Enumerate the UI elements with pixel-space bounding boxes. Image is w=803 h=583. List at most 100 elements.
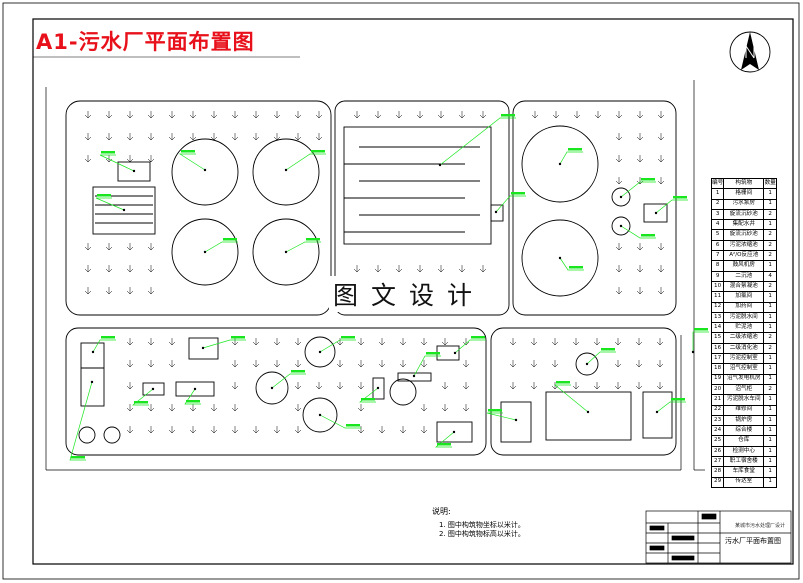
legend-cell-qty: 1	[763, 445, 777, 458]
legend-cell-no: 14	[710, 322, 725, 334]
legend-cell-name: 集配水井	[723, 219, 765, 231]
callout-label	[453, 336, 486, 355]
tree-mark	[657, 133, 665, 141]
tree-mark	[168, 338, 176, 346]
tree-mark	[294, 426, 302, 434]
legend-header-row: 编号 构筑物 数量	[710, 177, 777, 190]
tree-mark	[126, 243, 134, 251]
tree-mark	[458, 265, 466, 273]
tree-mark	[231, 111, 239, 119]
legend-cell-qty: 1	[763, 311, 777, 324]
tree-mark	[210, 111, 218, 119]
tree-mark	[126, 404, 134, 412]
tree-mark	[294, 111, 302, 119]
legend-cell-qty: 1	[763, 394, 777, 406]
tree-mark	[147, 338, 155, 346]
legend-cell-no: 4	[710, 219, 725, 231]
tree-mark	[462, 382, 470, 390]
tree-mark	[84, 243, 92, 251]
tree-mark	[374, 265, 382, 273]
tree-mark	[462, 404, 470, 412]
tree-mark	[572, 382, 580, 390]
legend-cell-no: 25	[710, 435, 725, 447]
legend-cell-no: 24	[710, 425, 725, 437]
tree-mark	[509, 360, 517, 368]
tree-mark	[615, 287, 623, 295]
page-title: A1-污水厂平面布置图	[36, 30, 255, 54]
legend-cell-name: 加氯间	[723, 291, 765, 303]
tree-mark	[551, 338, 559, 346]
drawing-notes: 说明: 1. 图中构筑物坐标以米计。 2. 图中构筑物标高以米计。	[432, 506, 525, 539]
legend-cell-no: 26	[710, 445, 725, 458]
legend-cell-qty: 2	[763, 208, 777, 221]
callout-label	[554, 381, 590, 414]
legend-cell-name: 二沉池	[723, 270, 765, 282]
tree-mark	[147, 133, 155, 141]
titleblock-project: 某城市污水处理厂设计	[735, 523, 786, 529]
legend-cell-no: 3	[710, 208, 725, 221]
legend-cell-qty: 1	[763, 198, 777, 210]
tree-mark	[147, 426, 155, 434]
legend-cell-qty: 1	[763, 476, 777, 488]
tree-mark	[378, 338, 386, 346]
tree-mark	[84, 155, 92, 163]
callout-label	[91, 336, 116, 354]
tree-mark	[399, 426, 407, 434]
legend-cell-name: 二级浓缩池	[723, 332, 765, 344]
tree-mark	[231, 133, 239, 141]
legend-cell-qty: 2	[763, 332, 777, 344]
tree-mark	[531, 111, 539, 119]
tree-mark	[357, 426, 365, 434]
legend-cell-name: 沼气控制室	[723, 363, 765, 375]
legend-cell-qty: 4	[763, 270, 777, 282]
tree-mark	[420, 338, 428, 346]
legend-cell-qty: 1	[763, 373, 777, 385]
tree-mark	[252, 338, 260, 346]
tree-mark	[479, 111, 487, 119]
tree-mark	[614, 360, 622, 368]
legend-cell-name: 沼气柜	[723, 383, 765, 396]
tree-mark	[479, 265, 487, 273]
legend-header-qty: 数量	[763, 177, 777, 190]
tree-mark	[210, 404, 218, 412]
tree-mark	[378, 360, 386, 368]
legend-cell-no: 8	[710, 260, 725, 272]
legend-cell-name: 仓库	[723, 435, 765, 447]
legend-cell-qty: 1	[763, 456, 777, 468]
callout-label	[201, 336, 246, 350]
callout-label	[619, 178, 656, 199]
tree-mark	[656, 338, 664, 346]
structure-callouts	[69, 114, 709, 461]
tree-mark	[420, 404, 428, 412]
tree-mark	[126, 287, 134, 295]
tree-mark	[315, 382, 323, 390]
callout-label	[619, 224, 656, 239]
tree-mark	[252, 133, 260, 141]
legend-cell-no: 7	[710, 250, 725, 262]
tree-mark	[636, 287, 644, 295]
tree-mark	[593, 338, 601, 346]
legend-cell-qty: 1	[763, 301, 777, 313]
block-1-structures	[92, 138, 320, 286]
tree-mark	[147, 287, 155, 295]
road-blocks	[65, 100, 677, 456]
tree-mark	[572, 338, 580, 346]
site-boundary	[45, 80, 705, 471]
tree-mark	[657, 243, 665, 251]
tree-mark	[594, 111, 602, 119]
tree-mark	[462, 360, 470, 368]
tree-mark	[294, 338, 302, 346]
tree-mark	[657, 177, 665, 185]
titleblock-drawing-name: 污水厂平面布置图	[725, 537, 781, 545]
